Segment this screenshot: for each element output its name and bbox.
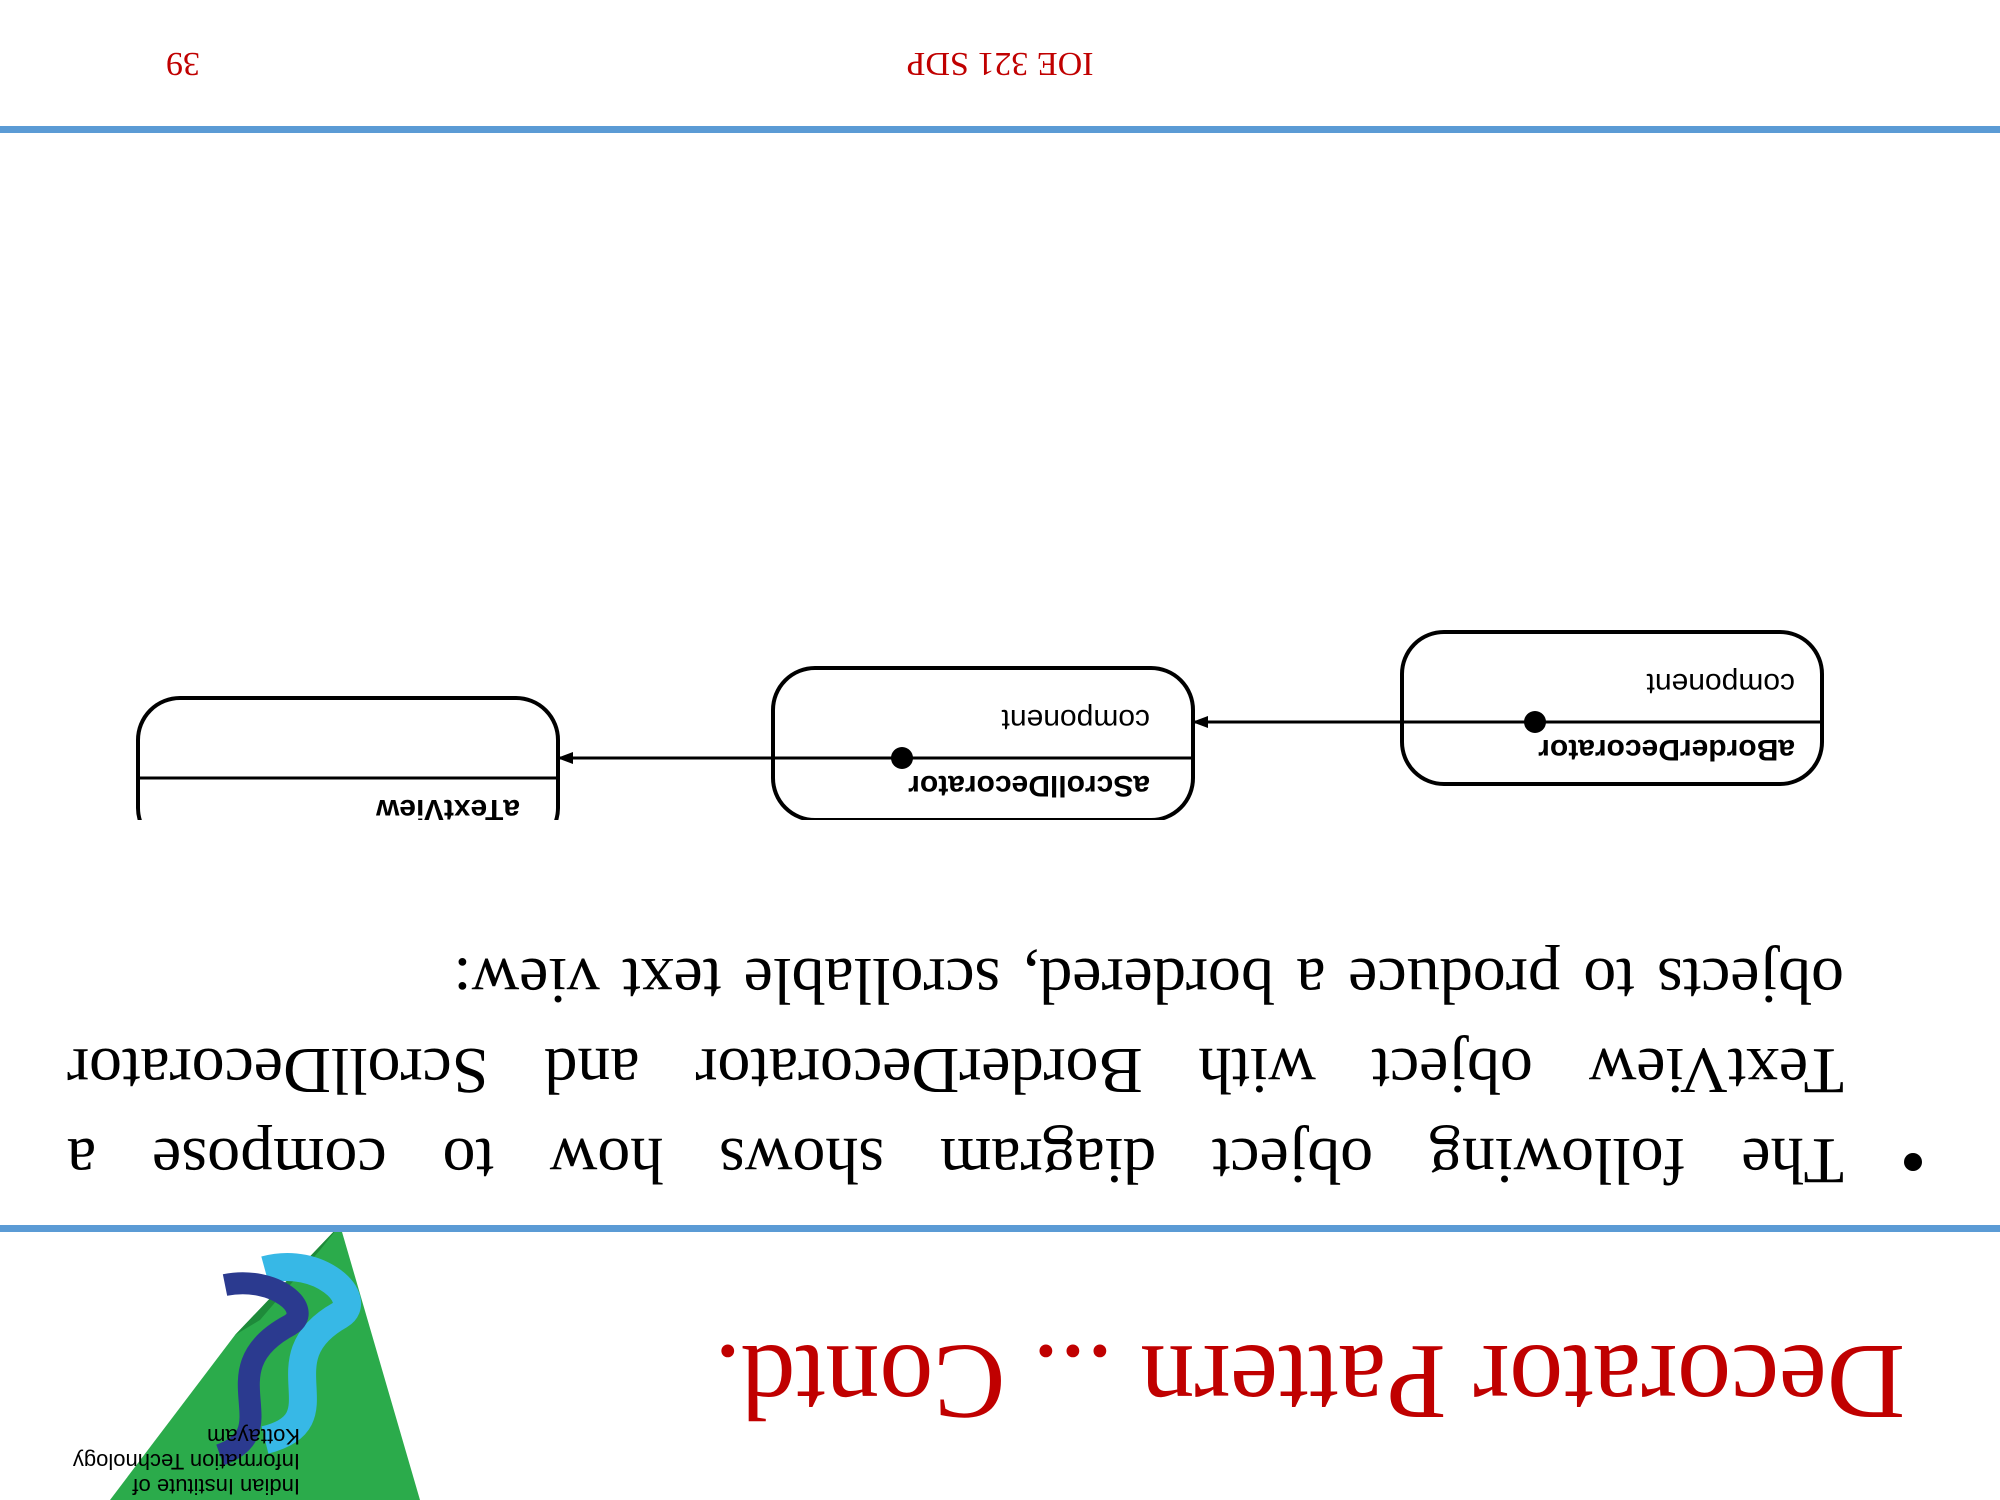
footer-divider [0,126,2000,133]
edge-border-to-scroll [1192,711,1546,733]
node-box [771,666,1195,820]
title-divider [0,1225,2000,1232]
node-name: aBorderDecorator [1538,733,1795,766]
bullet-item: The following object diagram shows how t… [67,935,1922,1205]
footer-course: IOE 321 SDP [906,45,1094,82]
bullet-text: The following object diagram shows how t… [67,944,1844,1197]
logo-line: Kottayam [207,1424,300,1449]
node-atextview: aTextView [136,696,560,820]
node-aborderdecorator: aBorderDecorator component [1400,630,1824,786]
logo-line: Information Technology [72,1449,300,1474]
node-name: aScrollDecorator [908,769,1150,802]
page-number: 39 [166,45,200,82]
object-diagram: aBorderDecorator component aScrollDecora… [136,630,1824,820]
iiit-kottayam-logo [110,1225,420,1500]
logo-line: Indian Institute of [132,1474,300,1499]
slide-title: Decorator Pattern ... Contd. [714,1322,1905,1441]
node-field: component [1001,703,1150,736]
node-box [1400,630,1824,786]
logo-river-icon [261,1253,361,1454]
node-name: aTextView [375,793,520,820]
bullet-icon [1904,1153,1922,1171]
node-ascrolldecorator: aScrollDecorator component [771,666,1195,820]
node-box [136,696,560,820]
logo-blue-curve-icon [215,1272,309,1466]
edge-scroll-to-textview [557,747,913,769]
node-field: component [1646,667,1795,700]
logo-text: Indian Institute of Information Technolo… [0,1424,300,1499]
